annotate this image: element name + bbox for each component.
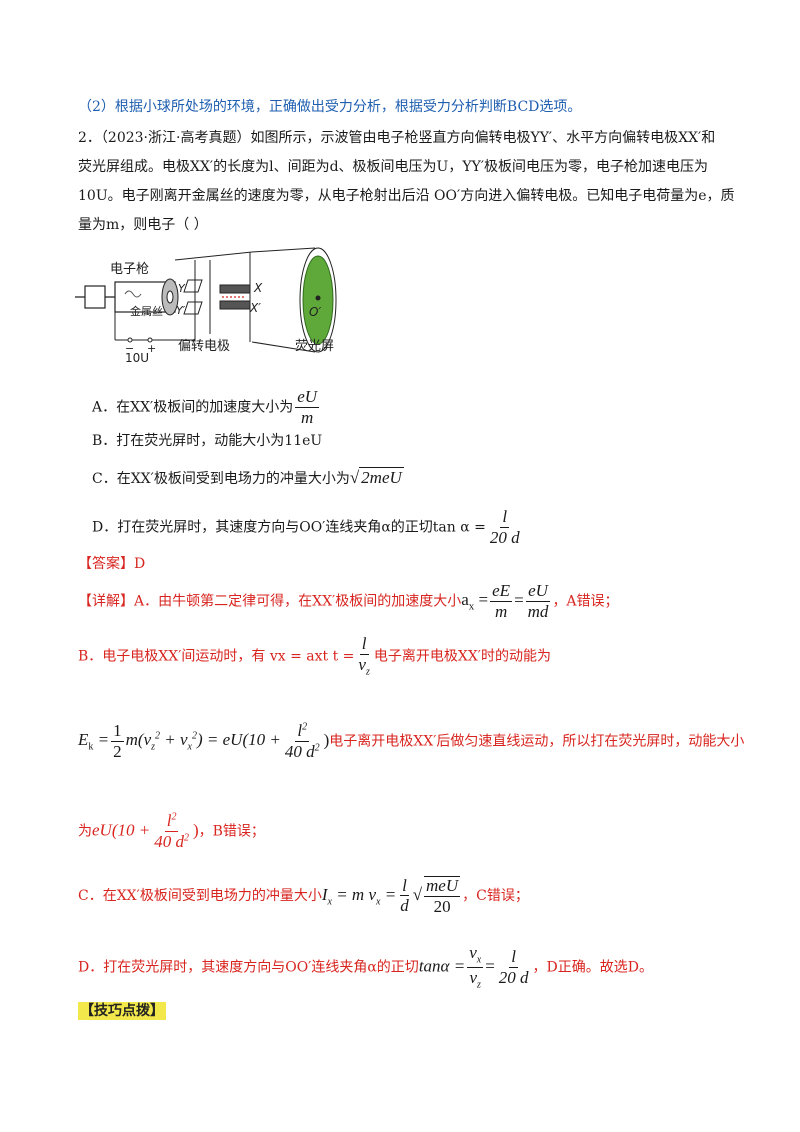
detail-b-post: 电子离开电极XX′时的动能为 <box>373 648 551 665</box>
answer-value: D <box>134 556 146 572</box>
detail-c-text: C．在XX′极板间受到电场力的冲量大小 <box>78 887 322 904</box>
detail-ek-post: 电子离开电极XX′后做匀速直线运动，所以打在荧光屏时，动能大小 <box>329 733 745 750</box>
question-line-4: 量为m，则电子（ ） <box>78 217 208 233</box>
minus-label: − <box>125 342 134 355</box>
y-prime-label: Y′ <box>176 304 186 317</box>
option-c-text: C．在XX′极板间受到电场力的冲量大小为 <box>92 471 350 487</box>
question-text-1: 如图所示，示波管由电子枪竖直方向偏转电极YY′、水平方向偏转电极XX′和 <box>250 130 716 146</box>
question-number: 2． <box>78 130 101 146</box>
detail-wei: 为 <box>78 823 92 840</box>
option-d-num: l <box>500 507 510 528</box>
tips-label-text: 【技巧点拨】 <box>78 1002 166 1020</box>
option-c-sqrt: 2meU <box>359 467 404 487</box>
detail-d-post: ，D正确。故选D。 <box>532 959 653 976</box>
oscilloscope-diagram: 电子枪 金属丝 Y Y′ X X′ O′ − + 10U 偏转电极 荧光屏 <box>75 247 337 365</box>
question-line-2: 荧光屏组成。电极XX′的长度为l、间距为d、极板间电压为U，YY′极板间电压为零… <box>78 159 709 175</box>
detail-b-wrong: ，B错误； <box>198 823 265 840</box>
detail-b-text: B．电子电极XX′间运动时，有 vx = axt t = <box>78 648 355 665</box>
detail-d-text: D．打在荧光屏时，其速度方向与OO′连线夹角α的正切 <box>78 959 419 976</box>
detail-a-text: A．由牛顿第二定律可得，在XX′极板间的加速度大小 <box>134 593 462 610</box>
x-label: X <box>253 281 263 295</box>
deflect-label: 偏转电极 <box>178 339 230 354</box>
question-line-3: 10U。电子刚离开金属丝的速度为零，从电子枪射出后沿 OO′方向进入偏转电极。已… <box>78 188 735 204</box>
detail-a-post: ，A错误； <box>552 593 619 610</box>
tips-label: 【技巧点拨】 <box>78 1000 166 1020</box>
option-c: C．在XX′极板间受到电场力的冲量大小为√2meU <box>92 467 404 487</box>
screen-label: 荧光屏 <box>295 339 334 354</box>
detail-label: 【详解】 <box>78 593 134 610</box>
x-prime-label: X′ <box>249 301 261 315</box>
option-d-text: D．打在荧光屏时，其速度方向与OO′连线夹角α的正切tan α = <box>92 519 486 536</box>
option-a-text: A．在XX′极板间的加速度大小为 <box>92 399 294 416</box>
plus-label: + <box>147 342 156 355</box>
solution-note: （2）根据小球所处场的环境，正确做出受力分析，根据受力分析判断BCD选项。 <box>78 99 582 115</box>
answer-line: 【答案】D <box>78 553 145 573</box>
option-d-den: 20 d <box>489 527 520 547</box>
option-b: B．打在荧光屏时，动能大小为11eU <box>92 433 323 449</box>
y-label: Y <box>178 282 186 295</box>
option-a-num: eU <box>295 387 320 408</box>
question-line-1: 2．（2023·浙江·高考真题）如图所示，示波管由电子枪竖直方向偏转电极YY′、… <box>78 127 715 147</box>
detail-c-post: ，C错误； <box>462 887 529 904</box>
question-source: （2023·浙江·高考真题） <box>100 130 251 146</box>
wire-label: 金属丝 <box>130 304 163 318</box>
o-prime-label: O′ <box>309 305 321 319</box>
gun-label: 电子枪 <box>110 261 149 277</box>
option-a-den: m <box>301 407 314 427</box>
answer-label: 【答案】 <box>78 556 134 572</box>
voltage-label: 10U <box>125 351 149 365</box>
